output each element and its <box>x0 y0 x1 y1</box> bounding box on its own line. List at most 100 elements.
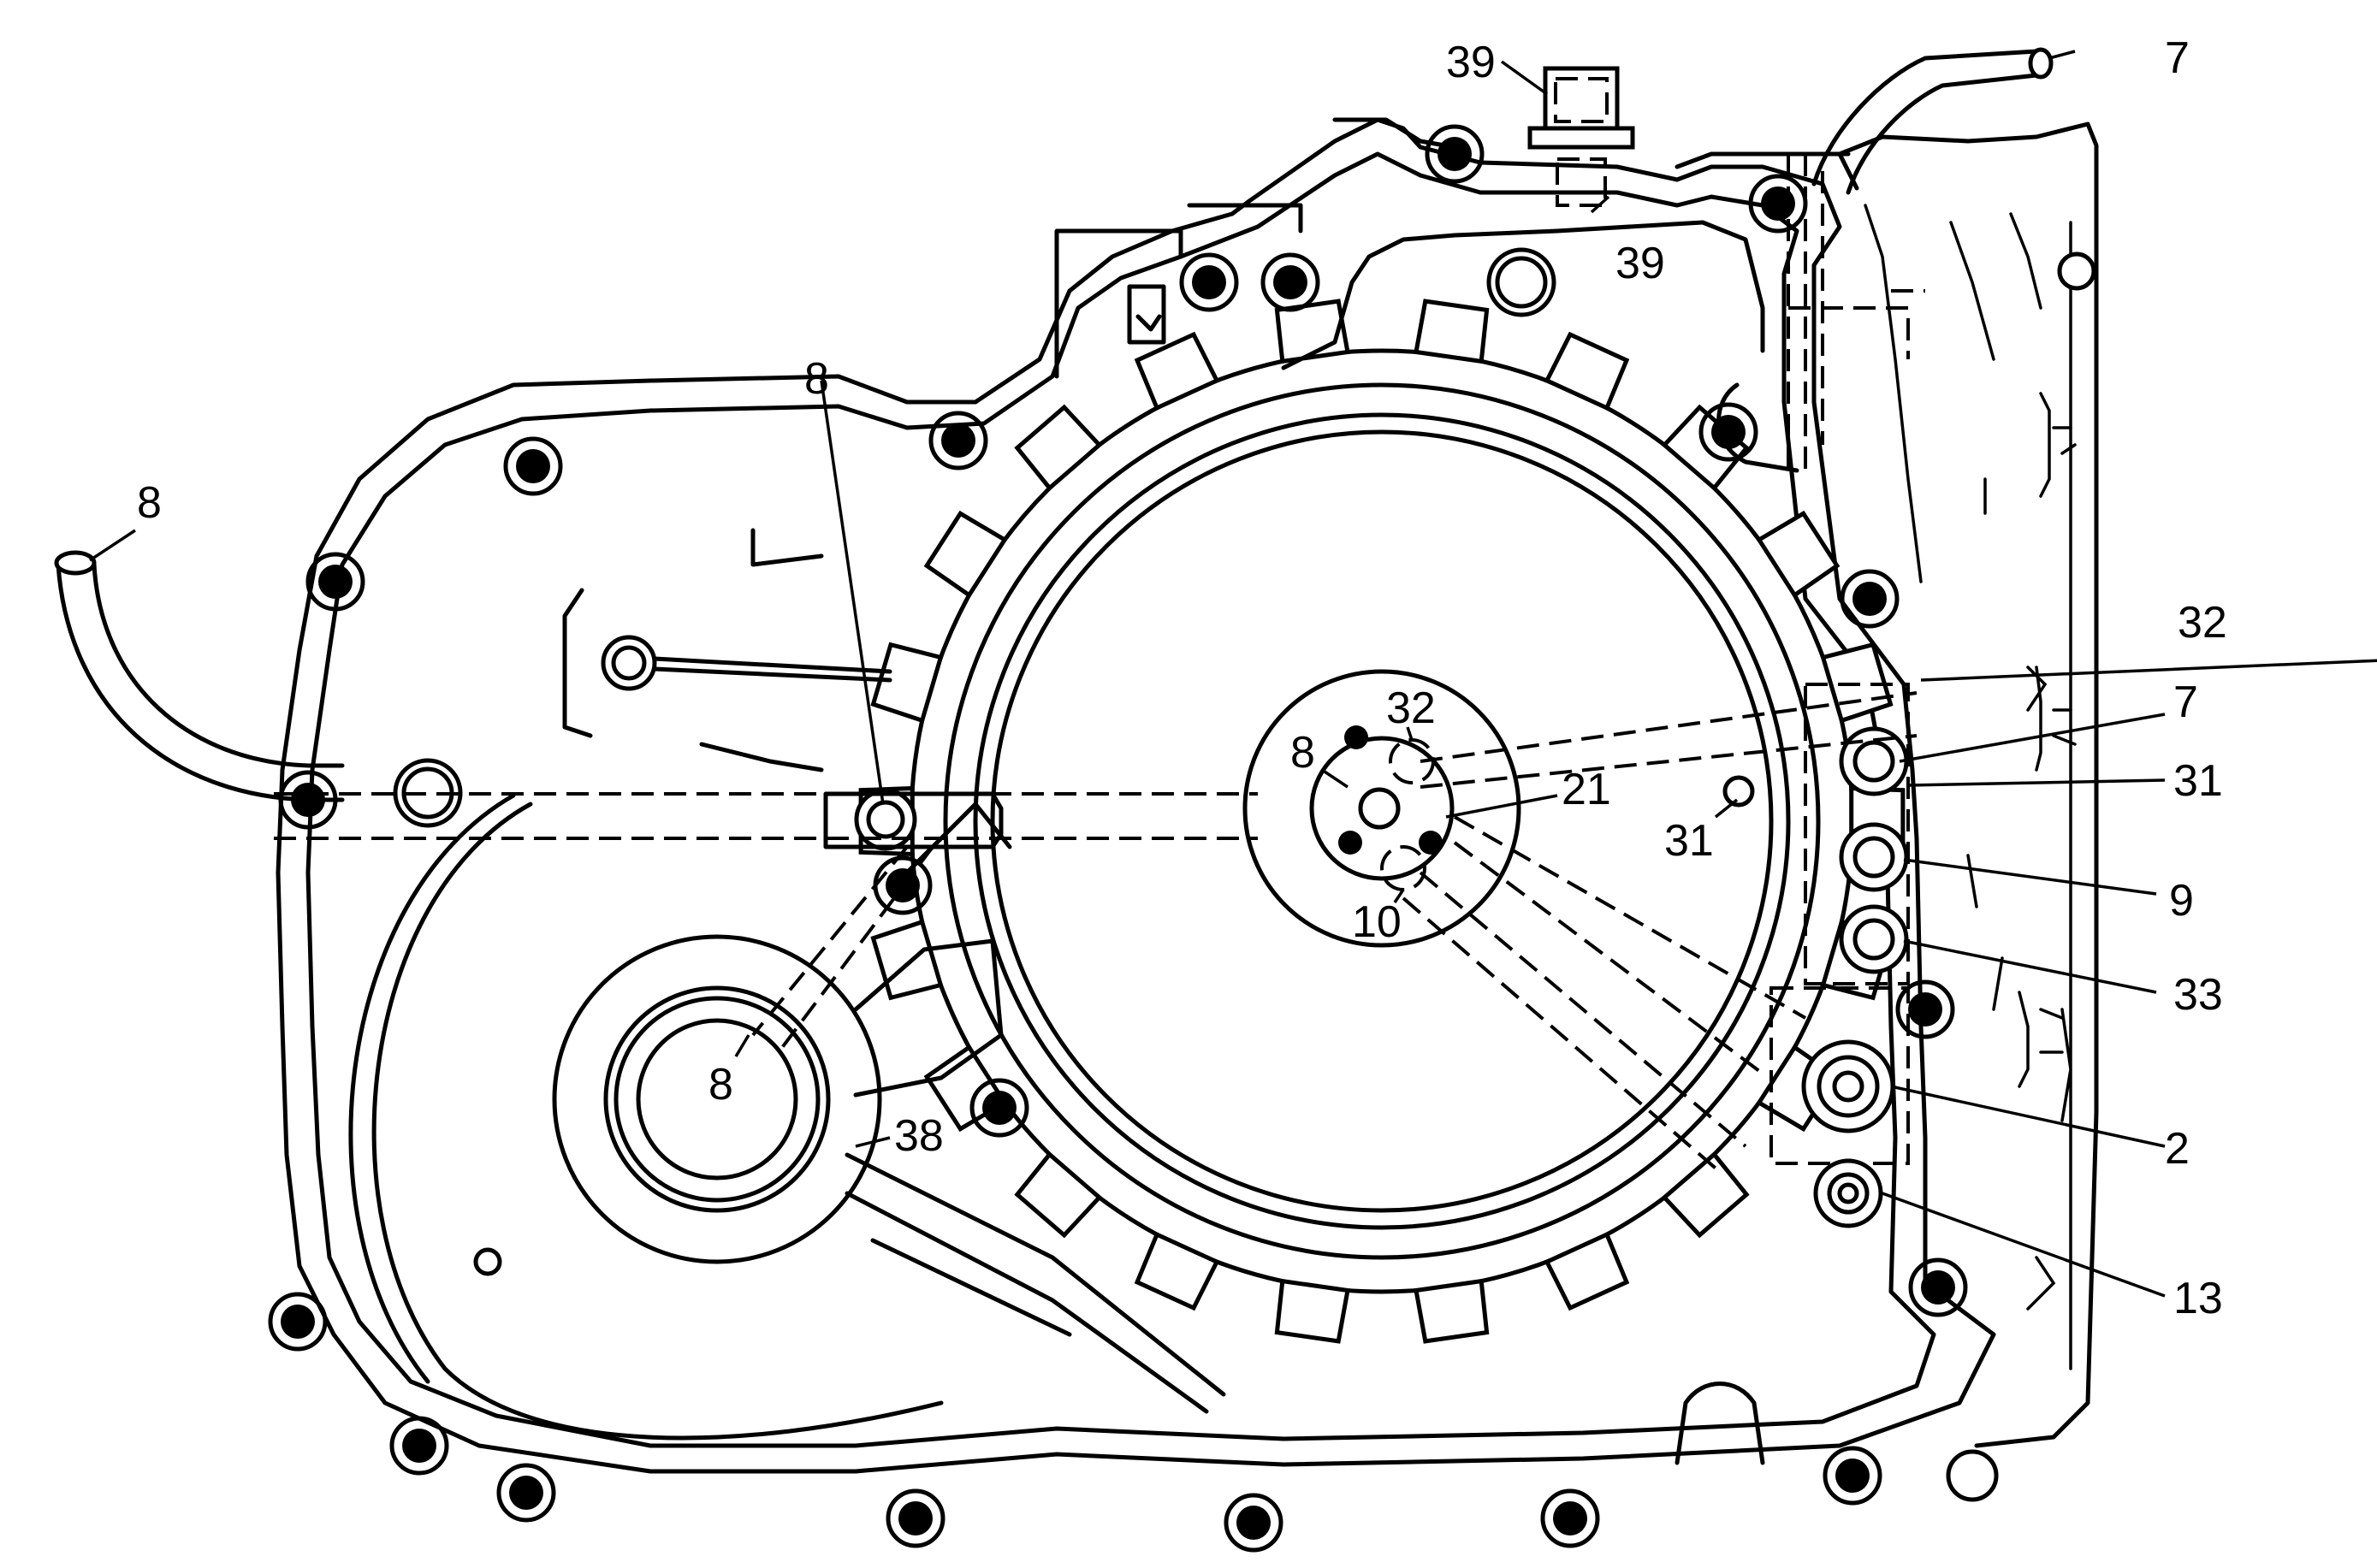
drum-hub <box>1242 669 1521 948</box>
callout-38: 38 <box>894 1111 944 1161</box>
lower-left-arc <box>371 802 944 1441</box>
callout-13: 13 <box>2173 1274 2223 1323</box>
bolt-hole <box>1761 186 1795 221</box>
bolt-hole <box>941 423 975 458</box>
vent-pipe-inner <box>1846 73 2039 195</box>
bolt-hole <box>1852 582 1887 616</box>
lower-right-boss <box>1675 1382 1765 1465</box>
callout-39-vent-thread: 39 <box>1615 239 1665 288</box>
bolt-hole <box>509 1476 543 1510</box>
bolt-hole <box>516 449 550 483</box>
output-ring-inner <box>614 996 821 1203</box>
bottom-right-bore <box>1946 1449 1999 1502</box>
bolt-hole <box>402 1429 436 1463</box>
callout-33: 33 <box>2173 970 2223 1020</box>
drum-tooth <box>1014 1151 1103 1239</box>
drum-tooth <box>1661 1151 1750 1239</box>
callout-32-hub: 32 <box>1386 683 1436 733</box>
passage-hole-31 <box>1722 775 1755 808</box>
bolt-boss <box>1908 1257 1968 1317</box>
drum-tooth <box>870 642 944 724</box>
bolt-boss <box>1823 1446 1882 1506</box>
bolt-hole <box>1344 725 1368 749</box>
bolt-boss <box>278 770 338 830</box>
bolt-hole <box>898 1501 933 1535</box>
bolt-hole <box>1921 1270 1955 1305</box>
small-bracket-top <box>1127 284 1166 345</box>
vent-pipe <box>1811 49 2039 186</box>
bolt-hole <box>1273 265 1307 299</box>
bolt-boss <box>1179 252 1239 312</box>
case-inner-outline <box>305 151 1936 1448</box>
right-casting <box>1864 204 2072 1370</box>
drum-tooth <box>1274 1278 1350 1344</box>
callout-9: 9 <box>2169 876 2194 926</box>
bolt-boss <box>268 1292 328 1352</box>
left-tube <box>56 562 345 802</box>
upper-casting <box>1281 220 1765 370</box>
bolt-boss <box>1260 252 1320 312</box>
lower-left-arc-2 <box>348 793 516 1384</box>
bolt-hole <box>1419 831 1443 855</box>
bolt-pattern <box>268 124 1968 1553</box>
drum-tooth <box>1756 510 1841 599</box>
bolt-boss <box>1224 1493 1283 1553</box>
output-ring-core <box>636 1018 798 1180</box>
drum-tooth <box>1544 331 1630 411</box>
case-bore-upper-right <box>2057 251 2096 291</box>
upper-boss-inner <box>1495 256 1548 309</box>
callout-7-vent-pipe: 7 <box>2165 33 2190 83</box>
drum-tooth <box>1014 404 1103 492</box>
bolt-boss <box>873 855 933 915</box>
passage-bore-8-inner <box>866 800 905 839</box>
callout-8-left-tube: 8 <box>137 478 162 528</box>
callout-10: 10 <box>1352 897 1402 947</box>
bolt-boss <box>1698 402 1758 462</box>
bolt-boss <box>969 1078 1029 1138</box>
callout-7-right: 7 <box>2173 677 2198 727</box>
bolt-boss <box>1425 124 1485 184</box>
upper-left-bracket <box>562 528 824 772</box>
valve-stack <box>1769 683 1910 1228</box>
drum-tooth <box>923 510 1008 599</box>
bolt-hole <box>1835 1459 1870 1493</box>
bolt-hole <box>1236 1506 1271 1540</box>
drum-tooth <box>1414 1278 1490 1344</box>
lower-left-rib <box>845 1152 1226 1414</box>
upper-housing <box>1054 117 2099 1448</box>
vent-base <box>1527 126 1635 150</box>
drum-tooth <box>1134 1231 1220 1311</box>
drum-tooth <box>1134 331 1220 411</box>
lower-left-hole <box>473 1247 502 1276</box>
hub-inner-ring <box>1309 736 1455 881</box>
upper-left-bore-inner <box>611 645 647 681</box>
drum-tooth <box>1544 1231 1630 1311</box>
callout-8-hub: 8 <box>1290 728 1315 778</box>
bolt-hole <box>281 1305 315 1339</box>
bolt-hole <box>1908 992 1942 1027</box>
left-tube-inner <box>92 562 345 768</box>
bolt-boss <box>503 436 563 496</box>
vent-thread <box>1556 157 1607 207</box>
bolt-boss <box>1895 979 1955 1039</box>
output-ring-mid <box>603 985 831 1213</box>
left-tube-end <box>54 550 97 576</box>
hub-center-bore <box>1358 787 1401 830</box>
callout-2: 2 <box>2165 1124 2190 1174</box>
right-bracket <box>2018 392 2077 1088</box>
passage-lines <box>274 154 1925 1174</box>
case-outline <box>276 117 1996 1474</box>
bolt-hole <box>1711 415 1746 449</box>
drum-tooth <box>1414 299 1490 364</box>
bolt-boss <box>305 552 365 612</box>
bolt-boss <box>496 1463 556 1523</box>
drum-tooth <box>1820 642 1894 724</box>
bolt-hole <box>886 868 920 902</box>
bolt-hole <box>1338 831 1362 855</box>
leader-lines <box>89 50 2377 1298</box>
bolt-boss <box>389 1416 449 1476</box>
bolt-boss <box>1840 569 1900 629</box>
vent-cap-inner <box>1554 77 1609 123</box>
bolt-hole <box>1553 1501 1587 1535</box>
